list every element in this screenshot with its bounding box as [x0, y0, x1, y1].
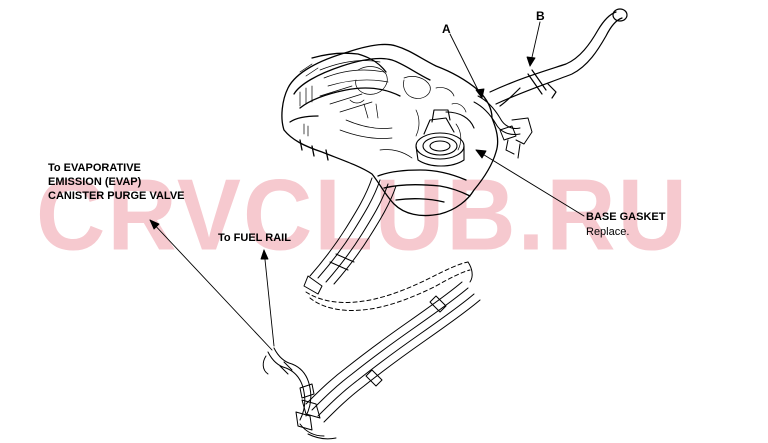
label-a: A	[442, 22, 451, 36]
evap-leader	[149, 219, 273, 351]
lower-fuel-lines	[295, 281, 481, 440]
a-leader	[449, 33, 485, 99]
filler-neck	[489, 8, 628, 107]
label-evap-line3: CANISTER PURGE VALVE	[48, 190, 185, 202]
label-evap-purge-valve: To EVAPORATIVE EMISSION (EVAP) CANISTER …	[48, 161, 185, 203]
fuel-rail-leader	[260, 249, 275, 347]
connector-right	[499, 125, 517, 155]
b-leader	[526, 21, 541, 67]
base-gasket-leader	[475, 149, 585, 217]
label-replace-note: Replace.	[586, 226, 630, 238]
tank-ribs	[299, 60, 467, 159]
label-evap-line1: To EVAPORATIVE	[48, 162, 141, 174]
label-b: B	[536, 9, 545, 23]
fuel-tank-body	[281, 43, 499, 217]
label-evap-line2: EMISSION (EVAP)	[48, 176, 142, 188]
label-base-gasket: BASE GASKET	[586, 211, 666, 223]
label-fuel-rail: To FUEL RAIL	[218, 232, 291, 244]
supply-lines	[262, 347, 315, 421]
fuel-pump-module	[415, 109, 475, 167]
fuel-lines	[303, 177, 473, 311]
vent-line	[473, 95, 533, 159]
